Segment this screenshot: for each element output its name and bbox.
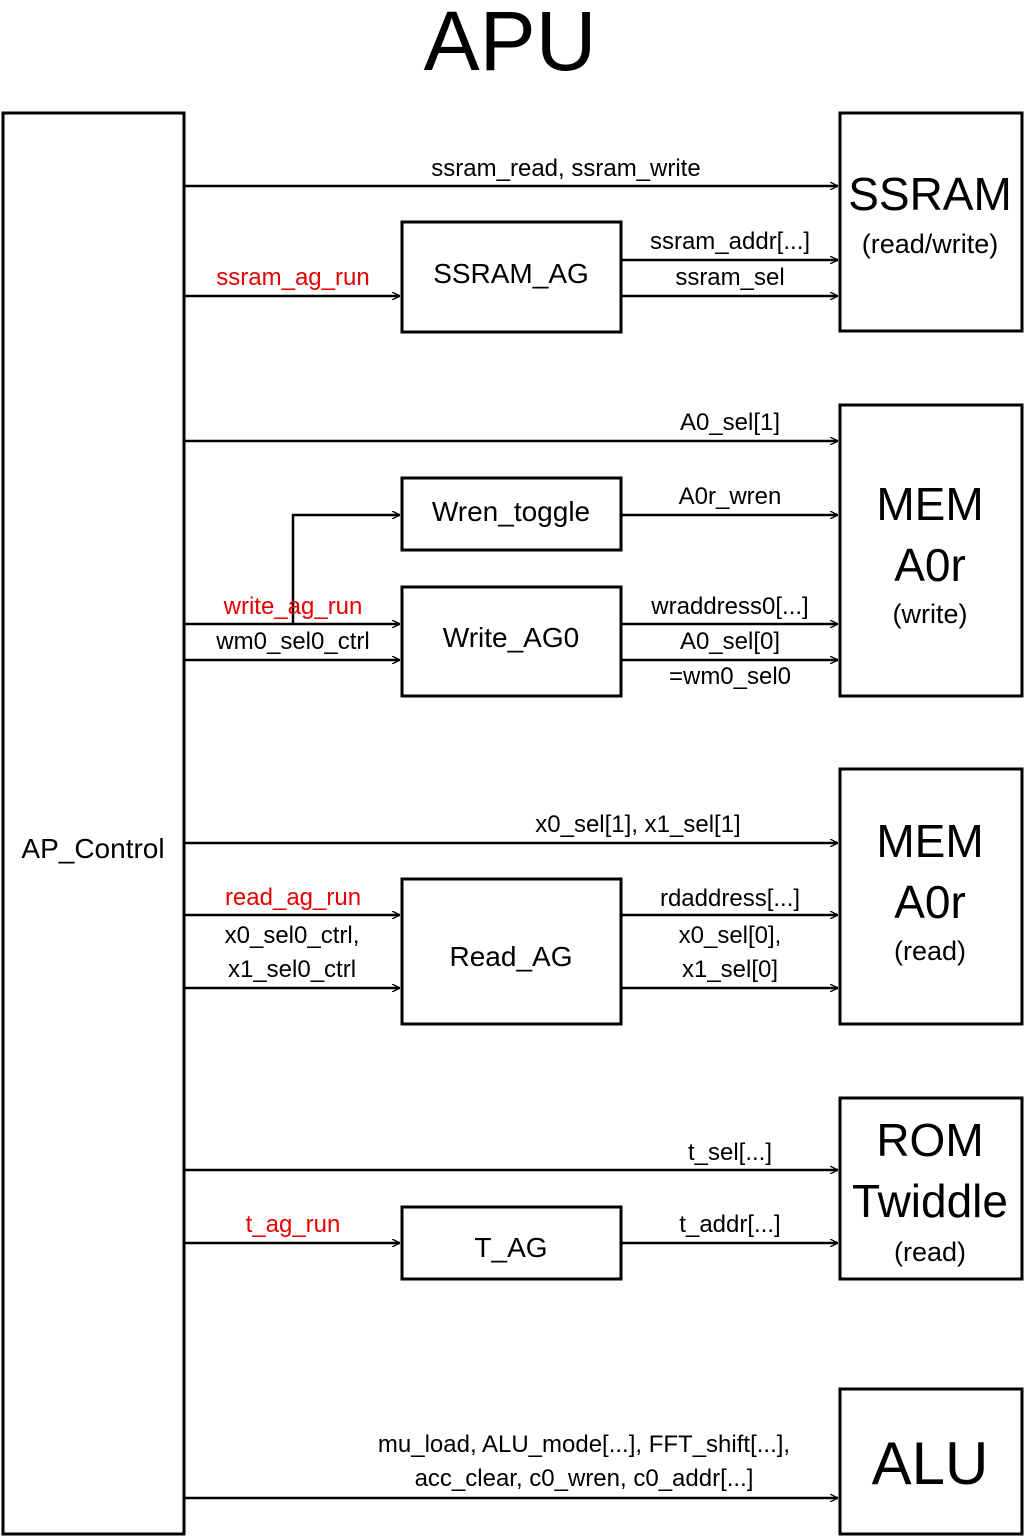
alu-label: ALU xyxy=(872,1430,989,1497)
rom-line2: Twiddle xyxy=(852,1175,1008,1227)
wren-toggle-label: Wren_toggle xyxy=(432,496,590,527)
alu-signals-line2: acc_clear, c0_wren, c0_addr[...] xyxy=(415,1465,754,1492)
x-sel1-label: x0_sel[1], x1_sel[1] xyxy=(535,811,740,838)
t-ag-run-label: t_ag_run xyxy=(246,1211,341,1238)
wm0-sel0-ctrl-label: wm0_sel0_ctrl xyxy=(215,628,369,655)
rom-twiddle-block xyxy=(838,1096,1024,1281)
ssram-label: SSRAM xyxy=(848,168,1012,220)
ssram-ag-label: SSRAM_AG xyxy=(433,258,589,289)
t-ag-block xyxy=(400,1205,623,1281)
ssram-ag-block xyxy=(400,220,623,334)
t-ag-label: T_AG xyxy=(474,1232,547,1263)
x0-sel0-ctrl-label: x0_sel0_ctrl, xyxy=(225,922,360,949)
alu-signals-line1: mu_load, ALU_mode[...], FFT_shift[...], xyxy=(378,1431,790,1458)
x1-sel0-label: x1_sel[0] xyxy=(682,956,778,983)
ssram-sel-label: ssram_sel xyxy=(675,264,784,291)
wraddress0-label: wraddress0[...] xyxy=(650,593,808,620)
eq-wm0-sel0-label: =wm0_sel0 xyxy=(669,663,791,690)
write-ag-run-label: write_ag_run xyxy=(223,593,363,620)
read-ag-label: Read_AG xyxy=(450,941,573,972)
ssram-mode: (read/write) xyxy=(862,229,999,259)
a0-sel1-label: A0_sel[1] xyxy=(680,409,780,436)
read-ag-block xyxy=(400,877,623,1026)
ssram-rw-label: ssram_read, ssram_write xyxy=(431,155,700,182)
rom-mode: (read) xyxy=(894,1237,966,1267)
wren-toggle-block xyxy=(400,476,623,552)
x1-sel0-ctrl-label: x1_sel0_ctrl xyxy=(228,956,356,983)
alu-block xyxy=(838,1387,1024,1536)
ssram-addr-label: ssram_addr[...] xyxy=(650,228,810,255)
mem-write-line2: A0r xyxy=(894,539,966,591)
ap-control-label: AP_Control xyxy=(21,833,164,864)
mem-read-block xyxy=(838,767,1024,1026)
mem-write-mode: (write) xyxy=(893,599,968,629)
ap-control-block xyxy=(1,111,186,1536)
rdaddress-label: rdaddress[...] xyxy=(660,885,800,912)
mem-read-line2: A0r xyxy=(894,876,966,928)
read-ag-run-label: read_ag_run xyxy=(225,884,361,911)
t-sel-label: t_sel[...] xyxy=(688,1139,772,1166)
rom-line1: ROM xyxy=(876,1114,983,1166)
diagram-title: APU xyxy=(424,0,597,88)
mem-write-block xyxy=(838,403,1024,698)
write-ag0-label: Write_AG0 xyxy=(443,622,579,653)
mem-read-mode: (read) xyxy=(894,936,966,966)
x0-sel0-label: x0_sel[0], xyxy=(679,922,782,949)
a0r-wren-label: A0r_wren xyxy=(679,483,782,510)
mem-write-line1: MEM xyxy=(876,478,983,530)
mem-read-line1: MEM xyxy=(876,815,983,867)
ssram-block xyxy=(838,111,1024,333)
write-ag0-block xyxy=(400,585,623,698)
t-addr-label: t_addr[...] xyxy=(679,1211,780,1238)
write-ag-run-branch-wire xyxy=(291,515,400,624)
ssram-ag-run-label: ssram_ag_run xyxy=(216,264,369,291)
a0-sel0-label: A0_sel[0] xyxy=(680,628,780,655)
